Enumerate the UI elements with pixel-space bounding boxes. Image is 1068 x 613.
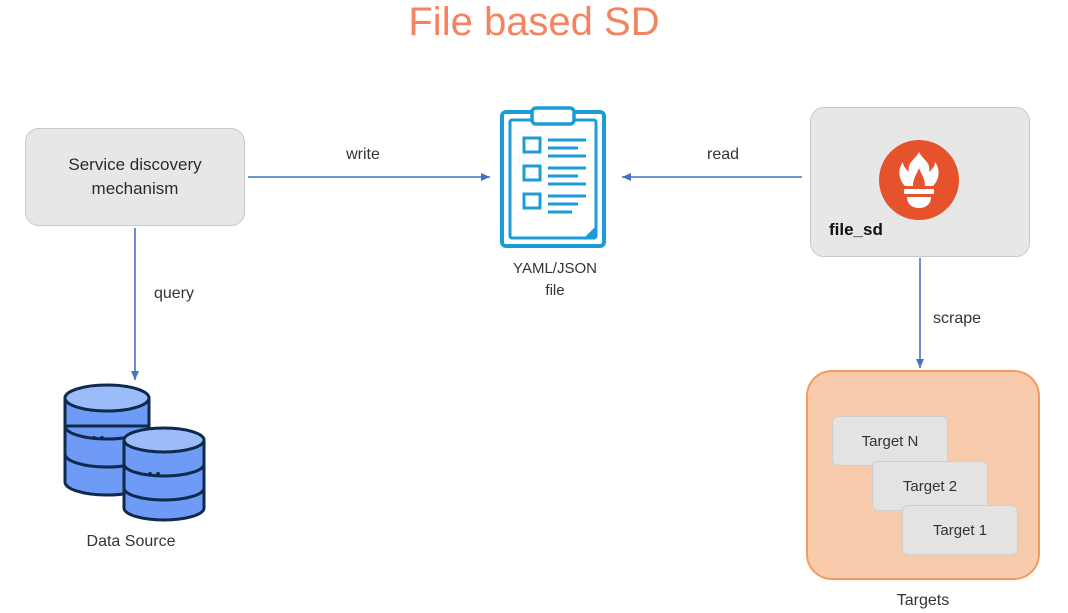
service-discovery-label: Service discovery mechanism [68, 155, 202, 198]
file-label-line2: file [545, 282, 565, 299]
write-label: write [346, 146, 380, 163]
clipboard-document-icon [500, 106, 606, 248]
query-label: query [153, 285, 195, 302]
scrape-label: scrape [932, 310, 982, 327]
target-n: Target N [832, 416, 948, 466]
file-sd-label: file_sd [829, 220, 883, 239]
diagram-title: File based SD [408, 0, 660, 44]
prometheus-box: file_sd [810, 107, 1030, 257]
targets-label: Targets [896, 592, 950, 609]
service-discovery-box: Service discovery mechanism [25, 128, 245, 226]
target-2: Target 2 [872, 461, 988, 511]
database-icon [63, 383, 206, 522]
data-source-label: Data Source [86, 533, 176, 550]
target-1: Target 1 [902, 505, 1018, 555]
read-label: read [706, 146, 740, 163]
file-label: YAML/JSON file [495, 258, 615, 302]
prometheus-flame-icon [879, 140, 959, 220]
file-label-line1: YAML/JSON [513, 260, 597, 277]
targets-container: Target N Target 2 Target 1 [806, 370, 1040, 580]
